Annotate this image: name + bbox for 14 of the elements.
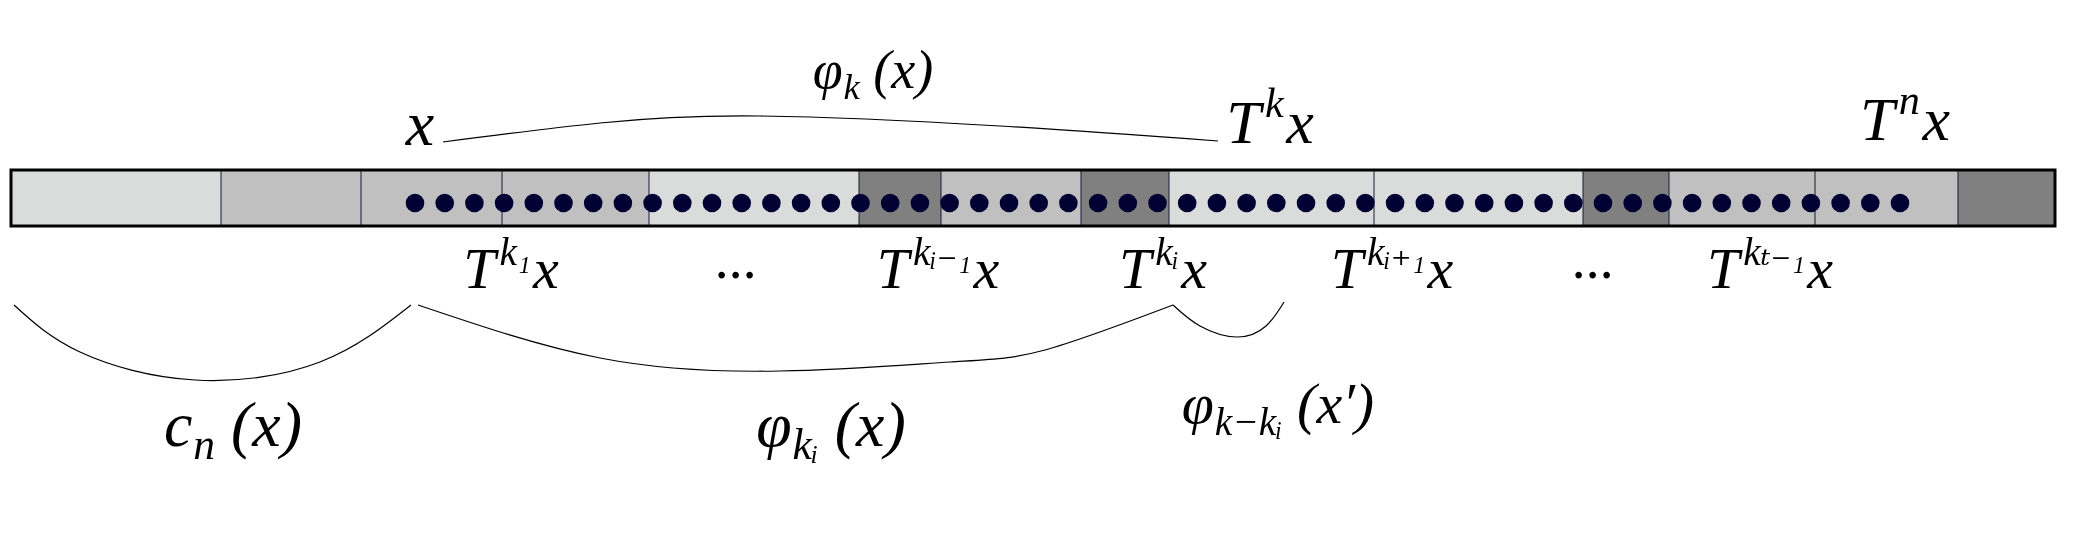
math-label: T$^{k}$x — [1226, 86, 1314, 158]
math-label: φ$_{k}$ (x) — [812, 38, 934, 101]
math-label: T$^{kᵢ}$x — [1119, 236, 1207, 303]
math-label: c$_{n}$ (x) — [163, 387, 303, 462]
ellipsis: ... — [716, 227, 758, 292]
math-label: x — [405, 86, 435, 161]
math-label: T$^{kᵢ₊₁}$x — [1330, 236, 1454, 303]
math-label: T$^{kₜ₋₁}$x — [1707, 236, 1833, 303]
math-label: T$^{n}$x — [1860, 83, 1950, 155]
math-label: φ$_{k−kᵢ}$ (x′) — [1181, 371, 1375, 438]
math-label: φ$_{kᵢ}$ (x) — [756, 387, 906, 462]
math-label: T$^{kᵢ₋₁}$x — [876, 236, 1000, 303]
math-label: T$^{k₁}$x — [463, 236, 559, 303]
ellipsis: ... — [1573, 227, 1615, 292]
